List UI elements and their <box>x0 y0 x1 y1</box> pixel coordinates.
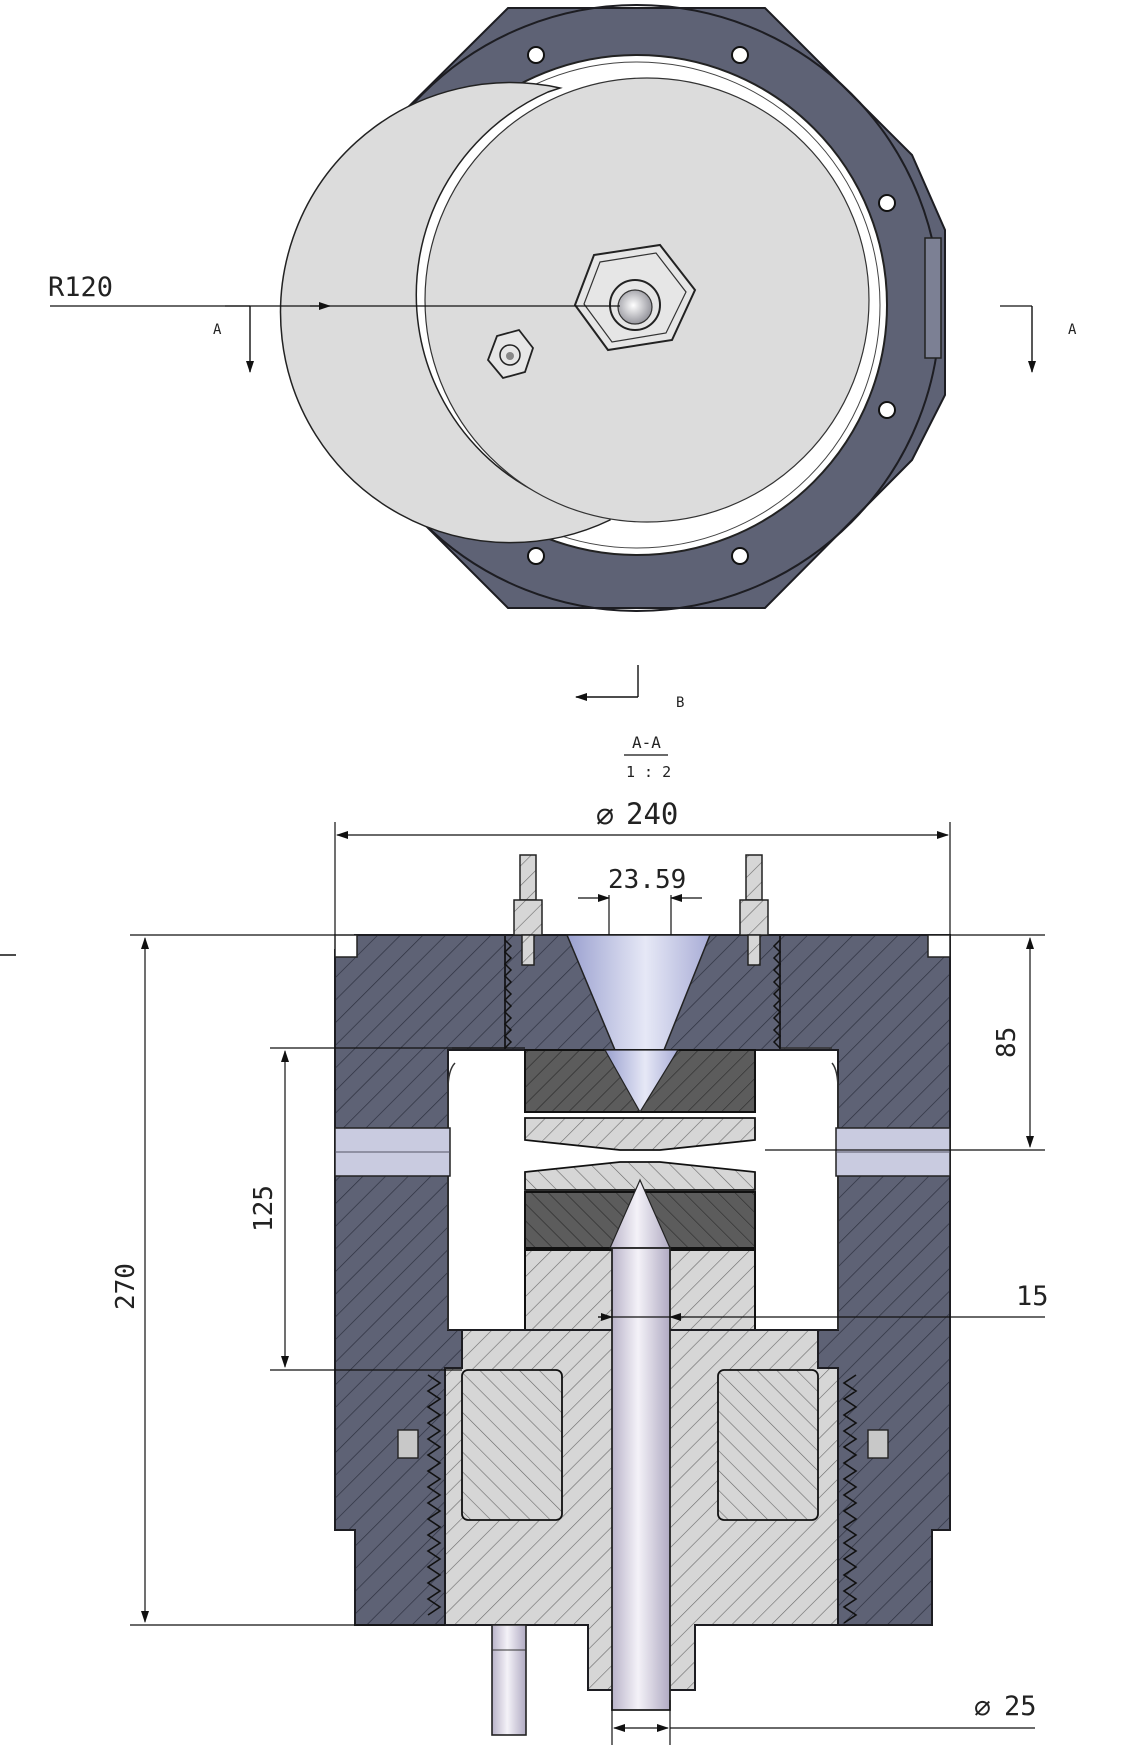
lower-thread-right <box>842 1374 858 1624</box>
side-pin <box>491 1624 527 1736</box>
bolt-hole <box>731 547 749 565</box>
dim-upper-depth: 85 <box>992 1027 1022 1058</box>
section-mark-b: B <box>676 695 684 711</box>
lower-thread-left <box>426 1374 442 1616</box>
upper-cone <box>565 934 712 1112</box>
central-shaft <box>611 1247 671 1711</box>
spring-pocket-left <box>461 1369 563 1521</box>
small-hex-nut <box>486 328 535 380</box>
section-mark-left: A <box>213 322 222 338</box>
bolt-hole <box>878 194 896 212</box>
bolt-hole <box>527 547 545 565</box>
dim-overall-diameter: 240 <box>626 797 678 831</box>
dim-shaft-diameter: 25 <box>1004 1691 1037 1722</box>
bolt-hole <box>878 401 896 419</box>
upper-thread-right <box>772 939 782 1049</box>
spring-pocket-right <box>717 1369 819 1521</box>
section-view: A-A 1 : 2 <box>0 733 1049 1745</box>
dim-chamber-height: 125 <box>249 1185 279 1232</box>
lower-gasket <box>524 1161 756 1191</box>
dim-overall-diameter-symbol: ∅ <box>596 799 614 834</box>
dim-cone-top-width: 23.59 <box>608 865 686 895</box>
top-view: R120 A A B <box>48 4 1077 711</box>
upper-thread-left <box>503 939 513 1049</box>
top-plate <box>279 81 611 544</box>
section-mark-right: A <box>1068 322 1077 338</box>
bolt-hole <box>527 46 545 64</box>
right-lug <box>924 237 942 359</box>
left-fitting <box>513 854 543 966</box>
dim-overall-height: 270 <box>111 1263 141 1310</box>
right-fitting <box>739 854 769 966</box>
dim-inner-bore: 15 <box>1016 1281 1049 1312</box>
center-hex-nut <box>573 243 697 352</box>
section-scale: 1 : 2 <box>626 763 671 781</box>
upper-gasket <box>524 1117 756 1151</box>
section-title: A-A <box>632 733 661 752</box>
radius-label: R120 <box>48 272 113 303</box>
bolt-hole <box>731 46 749 64</box>
dim-shaft-diameter-symbol: ∅ <box>974 1691 991 1724</box>
